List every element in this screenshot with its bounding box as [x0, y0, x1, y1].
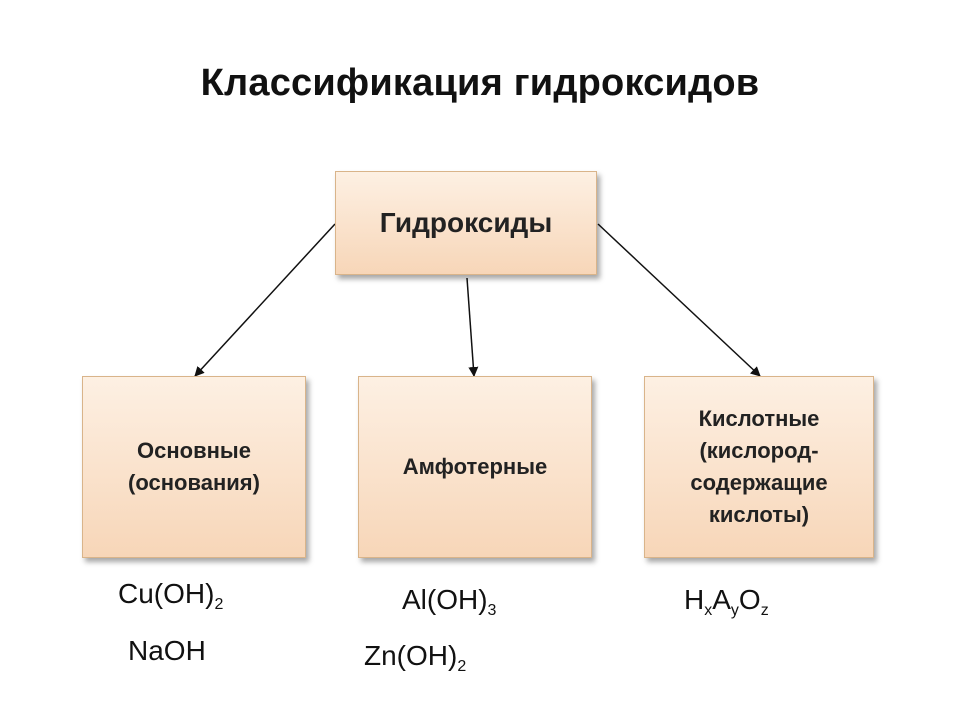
- acidic-label: Кислотные: [698, 406, 820, 432]
- acidic-sublabel-2: содержащие: [690, 470, 828, 495]
- formula-hxayoz: HxAyOz: [684, 584, 769, 619]
- basic-label: Основные: [137, 438, 251, 464]
- arrow-to-basic: [194, 223, 336, 377]
- diagram-title: Классификация гидроксидов: [200, 62, 760, 104]
- acidic-sublabel-3: кислоты): [708, 501, 810, 527]
- formula-naoh: NaOH: [128, 635, 206, 666]
- basic-sublabel: (основания): [128, 470, 260, 495]
- category-box-acidic: Кислотные (кислород- содержащие кислоты): [644, 376, 874, 558]
- category-box-basic: Основные (основания): [82, 376, 306, 558]
- formula-cu-oh-2: Cu(OH)2: [118, 578, 224, 613]
- root-box-hydroxides: Гидроксиды: [335, 171, 597, 275]
- arrow-to-acidic: [597, 223, 761, 377]
- category-box-amphoteric: Амфотерные: [358, 376, 592, 558]
- formula-zn-oh-2: Zn(OH)2: [364, 640, 467, 675]
- acidic-sublabel-1: (кислород-: [699, 438, 819, 464]
- amphoteric-label: Амфотерные: [402, 454, 548, 480]
- root-label: Гидроксиды: [379, 207, 553, 238]
- arrow-to-amphoteric: [466, 277, 479, 377]
- formula-al-oh-3: Al(OH)3: [402, 584, 497, 619]
